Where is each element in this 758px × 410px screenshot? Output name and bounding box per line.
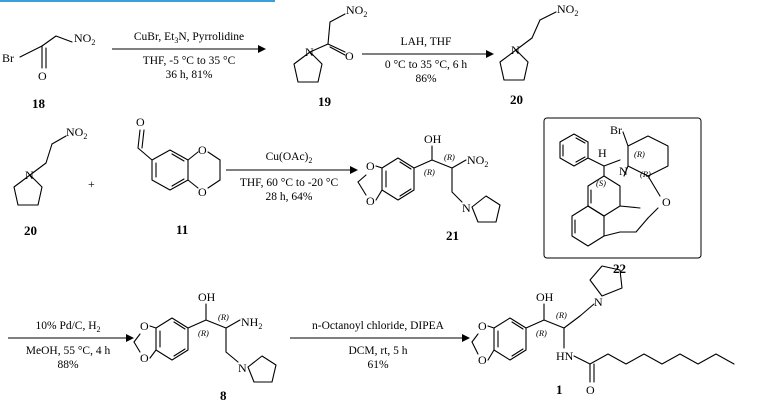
step2-conditions: 0 °C to 35 °C, 6 h [385, 59, 468, 71]
step2-yield: 86% [415, 73, 437, 85]
step1-conditions: THF, -5 °C to 35 °C [143, 55, 236, 67]
stereo-r: (R) [536, 328, 547, 338]
atom-nitro: NO2 [74, 31, 95, 47]
compound-19: O NO2 N 19 [293, 3, 367, 109]
step4-yield: 88% [57, 359, 79, 371]
stereo-r: (R) [634, 149, 645, 159]
stereo-r: (R) [640, 169, 651, 179]
compound-20-second: NO2 N 20 [13, 125, 87, 238]
atom-o: O [662, 195, 671, 209]
compound-label-20: 20 [510, 92, 523, 107]
atom-n: N [25, 168, 34, 182]
compound-label-20b: 20 [24, 223, 37, 238]
compound-1: O O OH (R) (R) N HN O 1 [471, 265, 735, 397]
reaction-arrow-2: LAH, THF 0 °C to 35 °C, 6 h 86% [362, 36, 494, 85]
atom-o: O [366, 159, 375, 173]
atom-br: Br [2, 51, 14, 65]
atom-br: Br [610, 123, 622, 137]
reaction-arrow-4: 10% Pd/C, H2 MeOH, 55 °C, 4 h 88% [8, 320, 134, 371]
plus-sign: + [88, 177, 95, 191]
compound-label-18: 18 [32, 96, 46, 111]
atom-o: O [38, 69, 47, 83]
compound-22-frame [543, 117, 702, 259]
atom-o: O [366, 194, 375, 208]
atom-o: O [478, 353, 487, 367]
compound-label-8: 8 [220, 388, 227, 403]
atom-o: O [586, 383, 595, 397]
reaction-arrow-3: Cu(OAc)2 THF, 60 °C to -20 °C 28 h, 64% [226, 151, 358, 203]
stereo-r: (R) [198, 328, 209, 338]
stereo-r: (R) [424, 167, 435, 177]
step4-reagents: 10% Pd/C, H2 [35, 320, 100, 334]
atom-nh2: NH2 [241, 315, 262, 331]
compound-label-1: 1 [556, 382, 563, 397]
atom-o: O [140, 319, 149, 333]
reaction-arrow-5: n-Octanoyl chloride, DIPEA DCM, rt, 5 h … [290, 320, 470, 371]
atom-o: O [198, 143, 207, 157]
step5-yield: 61% [367, 359, 389, 371]
atom-o: O [140, 351, 149, 365]
compound-label-11: 11 [176, 222, 188, 237]
compound-label-21: 21 [446, 228, 459, 243]
atom-nitro: NO2 [346, 3, 367, 19]
compound-21: O O OH (R) (R) NO2 N 21 [357, 132, 501, 243]
atom-nitro: NO2 [557, 2, 578, 18]
atom-o: O [136, 115, 145, 129]
atom-nitro: NO2 [467, 153, 488, 169]
atom-nitro: NO2 [66, 125, 87, 141]
compound-label-22: 22 [613, 261, 626, 276]
compound-label-19: 19 [318, 94, 332, 109]
step3-reagents: Cu(OAc)2 [266, 151, 313, 165]
compound-20-top: NO2 N 20 [499, 2, 578, 107]
atom-o: O [345, 49, 354, 63]
atom-n: N [238, 361, 247, 375]
stereo-r: (R) [556, 310, 567, 320]
atom-o: O [198, 185, 207, 199]
step1-yield: 36 h, 81% [166, 69, 213, 81]
atom-n: N [619, 164, 628, 178]
stereo-s: (S) [596, 178, 606, 188]
step3-conditions: THF, 60 °C to -20 °C [240, 177, 339, 189]
step1-reagents: CuBr, Et3N, Pyrrolidine [134, 31, 244, 45]
atom-n: N [511, 43, 520, 57]
reaction-arrow-1: CuBr, Et3N, Pyrrolidine THF, -5 °C to 35… [112, 31, 266, 81]
atom-o: O [478, 319, 487, 333]
stereo-r: (R) [444, 152, 455, 162]
atom-n: N [305, 45, 314, 59]
atom-oh: OH [424, 132, 442, 146]
compound-11: O O O 11 [136, 115, 221, 237]
atom-oh: OH [198, 290, 216, 304]
step3-yield: 28 h, 64% [266, 191, 313, 203]
step4-conditions: MeOH, 55 °C, 4 h [26, 345, 111, 357]
stereo-r: (R) [218, 312, 229, 322]
atom-oh: OH [536, 290, 554, 304]
step5-reagents: n-Octanoyl chloride, DIPEA [312, 320, 445, 332]
compound-8: O O OH (R) (R) NH2 N 8 [133, 290, 277, 403]
step5-conditions: DCM, rt, 5 h [348, 345, 407, 357]
compound-22-box: H (S) N Br (R) (R) O 22 [543, 117, 702, 276]
atom-n: N [462, 201, 471, 215]
atom-h: H [598, 146, 607, 160]
atom-n: N [594, 295, 603, 309]
step2-reagents: LAH, THF [401, 36, 452, 48]
compound-18: Br O NO2 18 [2, 31, 95, 111]
atom-hn: HN [556, 349, 574, 363]
